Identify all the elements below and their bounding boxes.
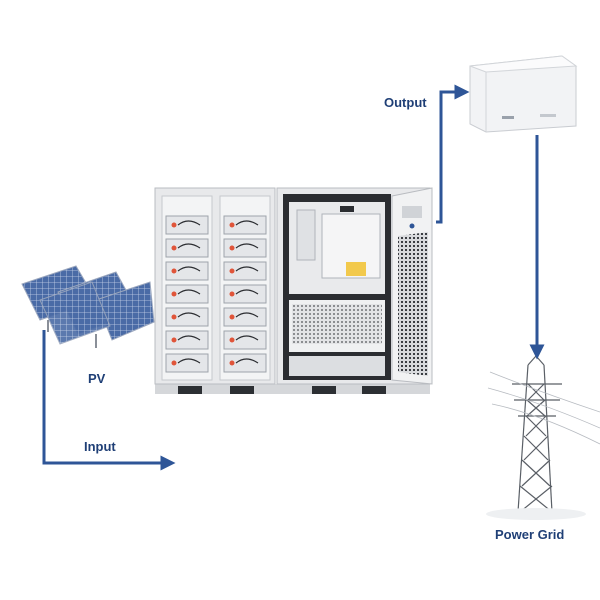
battery-module	[165, 238, 209, 258]
battery-terminal	[229, 222, 235, 228]
battery-module	[165, 353, 209, 373]
battery-cable	[177, 289, 201, 295]
battery-terminal	[171, 222, 177, 228]
input-label: Input	[84, 439, 116, 454]
battery-cable	[235, 266, 259, 272]
output-label: Output	[384, 95, 427, 110]
output-arrow	[436, 84, 470, 224]
battery-terminal	[171, 245, 177, 251]
battery-modules	[165, 215, 267, 373]
battery-module	[223, 215, 267, 235]
battery-terminal	[171, 291, 177, 297]
battery-terminal	[171, 268, 177, 274]
battery-terminal	[171, 360, 177, 366]
battery-cable	[177, 312, 201, 318]
battery-terminal	[171, 337, 177, 343]
battery-cable	[177, 358, 201, 364]
battery-module	[165, 284, 209, 304]
battery-terminal	[171, 314, 177, 320]
battery-cable	[235, 289, 259, 295]
battery-module	[223, 307, 267, 327]
battery-module	[165, 261, 209, 281]
solar-panel-array	[21, 265, 155, 348]
battery-module	[223, 353, 267, 373]
battery-energy-storage-cabinet	[154, 187, 433, 394]
battery-module	[223, 261, 267, 281]
battery-cable	[177, 335, 201, 341]
battery-cable	[235, 243, 259, 249]
battery-cable	[235, 220, 259, 226]
input-arrow	[42, 330, 176, 471]
battery-terminal	[229, 291, 235, 297]
battery-module	[223, 284, 267, 304]
battery-terminal	[229, 314, 235, 320]
battery-cable	[235, 335, 259, 341]
battery-module	[165, 330, 209, 350]
battery-terminal	[229, 337, 235, 343]
battery-cable	[235, 312, 259, 318]
battery-module	[165, 307, 209, 327]
transmission-tower	[486, 355, 600, 520]
battery-module	[165, 215, 209, 235]
grid-connection-unit	[469, 55, 578, 133]
battery-terminal	[229, 360, 235, 366]
battery-cable	[177, 220, 201, 226]
battery-terminal	[229, 268, 235, 274]
battery-terminal	[229, 245, 235, 251]
pv-label: PV	[88, 371, 106, 386]
battery-cable	[235, 358, 259, 364]
battery-cable	[177, 266, 201, 272]
flow-arrows	[42, 84, 545, 471]
battery-module	[223, 330, 267, 350]
battery-cable	[177, 243, 201, 249]
battery-module	[223, 238, 267, 258]
power-grid-label: Power Grid	[495, 527, 565, 542]
